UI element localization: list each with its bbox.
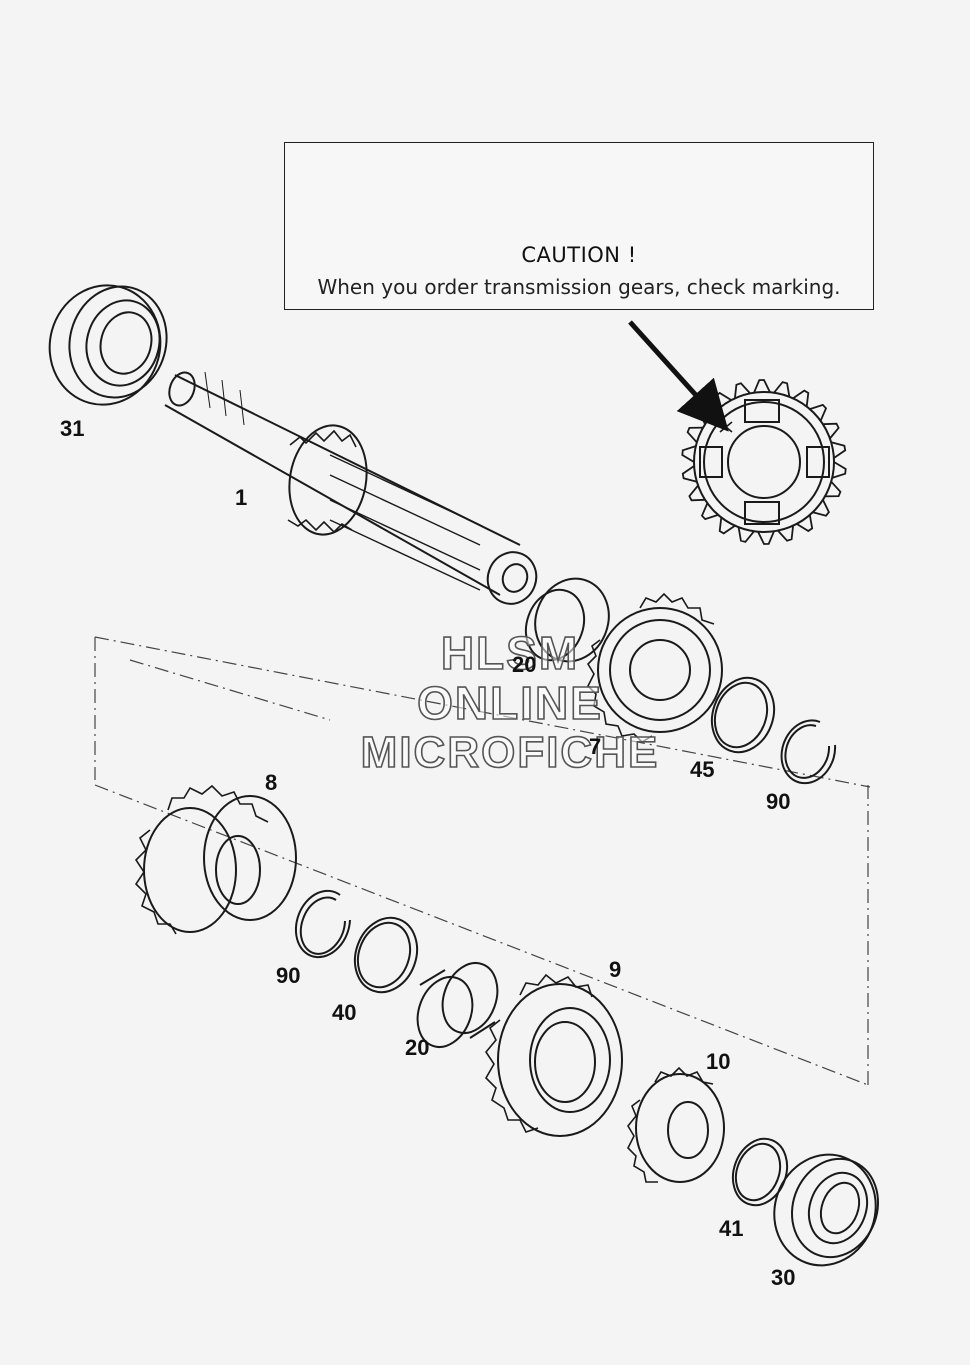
caution-text: When you order transmission gears, check…: [317, 275, 841, 299]
part-label-1: 1: [235, 485, 248, 510]
circlip-90-lower: [294, 889, 351, 959]
part-label-40: 40: [332, 1000, 357, 1025]
watermark-line-1: HLSM: [440, 626, 580, 680]
main-shaft-1: [164, 371, 538, 605]
part-label-90-lower: 90: [276, 963, 301, 988]
part-label-20-lower: 20: [405, 1035, 430, 1060]
gear-9: [485, 973, 623, 1137]
part-label-20-upper: 20: [512, 652, 537, 677]
washer-45: [710, 676, 776, 754]
part-label-30: 30: [771, 1265, 796, 1290]
gear-7: [586, 592, 723, 744]
gear-10: [627, 1066, 725, 1183]
part-label-7: 7: [589, 734, 602, 759]
caution-title: CAUTION !: [521, 243, 637, 267]
bearing-30: [773, 1153, 880, 1267]
part-label-9: 9: [609, 957, 622, 982]
part-label-41: 41: [719, 1216, 744, 1241]
part-label-8: 8: [265, 770, 278, 795]
part-label-45: 45: [690, 757, 715, 782]
bushing-20-upper: [524, 577, 610, 663]
watermark-line-2: ONLINE: [416, 676, 603, 730]
part-label-31: 31: [60, 416, 85, 441]
caution-arrow: [628, 320, 729, 432]
assembly-boundary: [94, 636, 871, 1086]
bushing-20-lower: [416, 962, 499, 1048]
circlip-90-upper: [780, 719, 837, 785]
watermark-line-3: MICROFICHE: [360, 727, 660, 778]
gear-8: [134, 784, 297, 935]
part-label-90-upper: 90: [766, 789, 791, 814]
part-label-10: 10: [706, 1049, 731, 1074]
washer-41: [731, 1137, 789, 1207]
bearing-31: [48, 284, 168, 406]
washer-40: [353, 916, 419, 994]
caution-box: CAUTION ! When you order transmission ge…: [284, 142, 874, 310]
